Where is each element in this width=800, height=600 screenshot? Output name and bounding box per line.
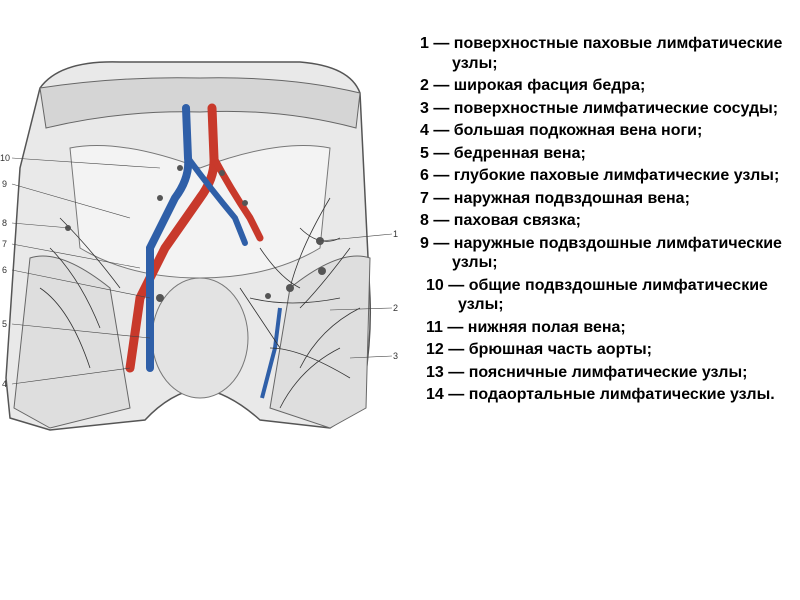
callout-9: 9 [2, 179, 7, 189]
legend-item-5: 5 — бедренная вена; [420, 144, 586, 162]
legend-item-8: 8 — паховая связка; [420, 212, 581, 229]
scrotum [151, 277, 249, 399]
pelvis-lymphatic-drawing: 10 9 8 7 6 5 4 1 2 3 [0, 48, 400, 450]
callout-2: 2 [393, 303, 398, 313]
legend-item-4: 4 — большая подкожная вена ноги; [420, 122, 703, 139]
callout-1: 1 [393, 229, 398, 239]
callout-10: 10 [0, 153, 10, 163]
right-thigh [269, 255, 371, 429]
legend-item-9: 9 — наружные подвздошные лимфатические у… [420, 234, 782, 272]
callout-5: 5 [2, 319, 7, 329]
legend-item-2: 2 — широкая фасция бедра; [420, 77, 646, 94]
abdominal-wall [39, 77, 361, 129]
legend-item-13: 13 — поясничные лимфатические узлы; [426, 363, 748, 381]
anatomical-illustration: 10 9 8 7 6 5 4 1 2 3 [0, 48, 400, 450]
legend-item-6: 6 — глубокие паховые лимфатические узлы; [420, 167, 780, 184]
legend-item-1: 1 — поверхностные паховые лимфатические … [420, 35, 783, 72]
legend-item-7: 7 — наружная подвздошная вена; [420, 189, 690, 207]
callout-8: 8 [2, 218, 7, 228]
callout-6: 6 [2, 265, 7, 275]
figure-legend: 1 — поверхностные паховые лимфатические … [420, 34, 795, 408]
callout-4: 4 [2, 379, 7, 389]
legend-item-11: 11 — нижняя полая вена; [426, 318, 626, 336]
legend-item-14: 14 — подаортальные лимфатические узлы. [426, 386, 775, 403]
legend-item-10: 10 — общие подвздошные лимфатические узл… [426, 276, 768, 314]
callout-lines [11, 157, 393, 385]
lymph-vessels [39, 197, 361, 409]
right-iliac-vein [185, 155, 248, 246]
legend-item-12: 12 — брюшная часть аорты; [426, 341, 652, 358]
legend-item-3: 3 — поверхностные лимфатические сосуды; [420, 99, 779, 117]
callout-3: 3 [393, 351, 398, 361]
right-iliac-artery [210, 154, 264, 242]
callout-7: 7 [2, 239, 7, 249]
left-thigh [13, 255, 131, 429]
